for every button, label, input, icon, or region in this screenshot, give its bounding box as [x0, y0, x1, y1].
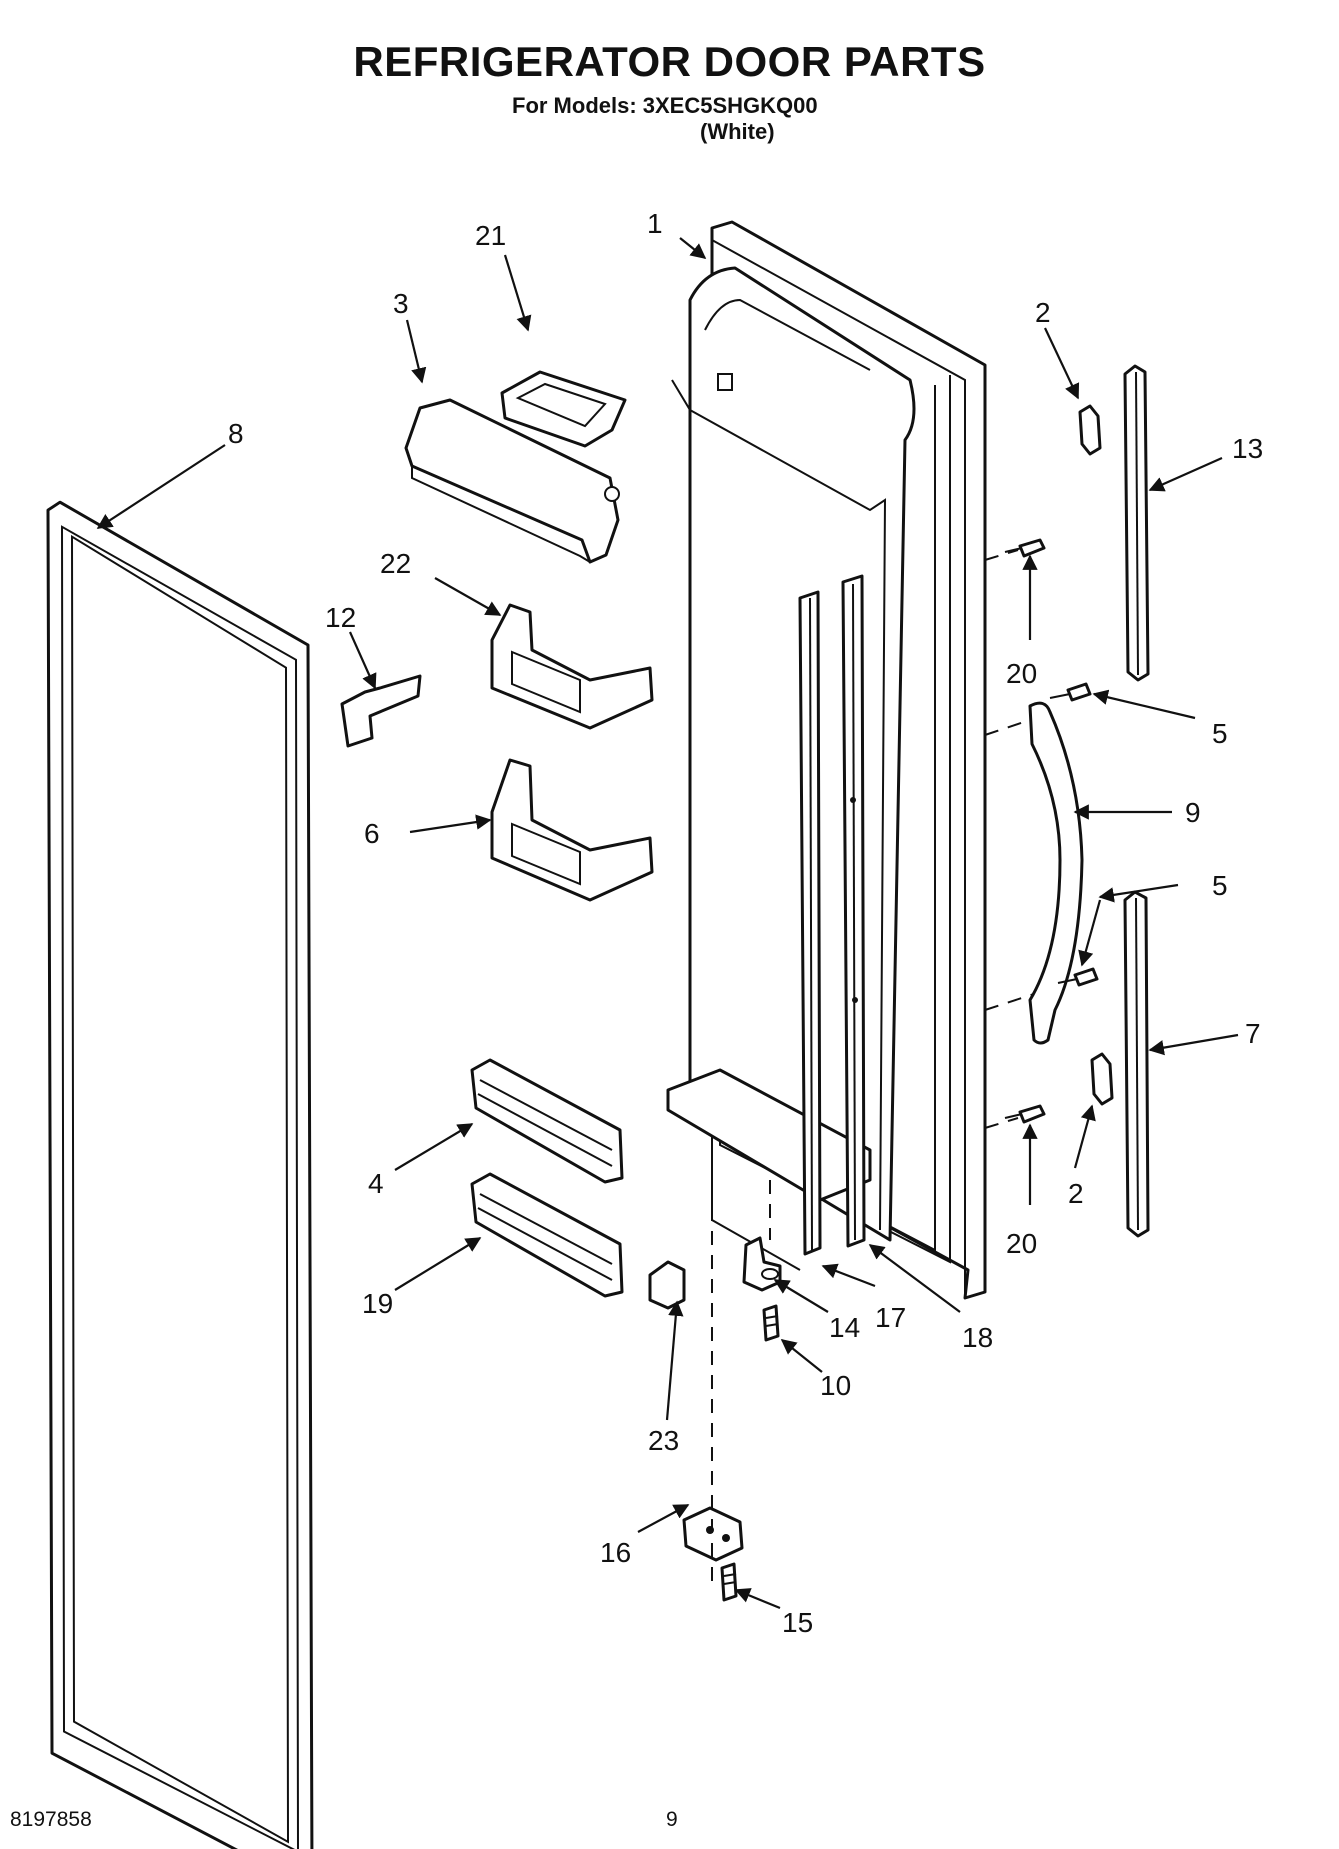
trim-strip-part-7	[1123, 890, 1150, 1238]
page-number: 9	[666, 1808, 678, 1831]
hinge-pin-part-14	[742, 1236, 782, 1292]
callout-2-top: 2	[1035, 297, 1051, 328]
callout-8: 8	[228, 418, 244, 449]
callout-5-bottom: 5	[1212, 870, 1228, 901]
callout-numbers: 1 21 3 2 13 8 22 12 20 5 9 6 5 7 4 2 20 …	[228, 208, 1263, 1638]
shelf-rail-part-4	[470, 1058, 624, 1184]
callout-5-top: 5	[1212, 718, 1228, 749]
callout-15: 15	[782, 1607, 813, 1638]
callout-20-bottom: 20	[1006, 1228, 1037, 1259]
callout-22: 22	[380, 548, 411, 579]
screw-part-10	[762, 1304, 780, 1342]
callout-10: 10	[820, 1370, 851, 1401]
callout-17: 17	[875, 1302, 906, 1333]
callout-12: 12	[325, 602, 356, 633]
callout-18: 18	[962, 1322, 993, 1353]
callout-6: 6	[364, 818, 380, 849]
screw-part-5-top	[1049, 682, 1092, 702]
page-title: REFRIGERATOR DOOR PARTS	[353, 38, 986, 85]
clip-part-2-bottom	[1090, 1052, 1114, 1106]
bracket-part-23	[648, 1260, 686, 1310]
callout-21: 21	[475, 220, 506, 251]
models-line: For Models: 3XEC5SHGKQ00	[512, 93, 818, 118]
clip-part-12	[340, 674, 422, 748]
door-liner-part-1	[666, 220, 987, 1300]
callout-20-top: 20	[1006, 658, 1037, 689]
clip-part-2-top	[1078, 404, 1102, 456]
door-shelf-part-6	[490, 758, 654, 902]
door-gasket-part-8	[46, 500, 314, 1849]
alignment-line-9-bottom	[984, 993, 1035, 1011]
callout-13: 13	[1232, 433, 1263, 464]
screw-part-15	[720, 1562, 738, 1602]
callout-23: 23	[648, 1425, 679, 1456]
bin-part-21	[500, 370, 627, 448]
callout-1: 1	[647, 208, 663, 239]
screw-part-5-bottom	[1057, 967, 1099, 987]
screw-part-20-top	[1004, 538, 1046, 558]
trim-strip-part-13	[1123, 364, 1150, 682]
callout-19: 19	[362, 1288, 393, 1319]
door-shelf-part-22	[490, 603, 654, 730]
callout-14: 14	[829, 1312, 860, 1343]
callout-9: 9	[1185, 797, 1201, 828]
handle-part-9	[1028, 701, 1084, 1045]
rail-part-18	[841, 574, 866, 1248]
callout-3: 3	[393, 288, 409, 319]
shelf-rail-part-19	[470, 1172, 624, 1298]
dairy-cover-part-3	[404, 398, 620, 564]
callout-7: 7	[1245, 1018, 1261, 1049]
alignment-line-20-top	[984, 549, 1019, 561]
color-label: (White)	[700, 119, 775, 144]
callout-2-bottom: 2	[1068, 1178, 1084, 1209]
alignment-line-20-bottom	[984, 1117, 1019, 1129]
rail-part-17	[798, 590, 822, 1256]
alignment-line-9-top	[984, 719, 1031, 736]
screw-part-20-bottom	[1004, 1104, 1046, 1124]
callout-4: 4	[368, 1168, 384, 1199]
document-number: 8197858	[10, 1808, 92, 1831]
leader-lines	[96, 237, 1239, 1610]
callout-16: 16	[600, 1537, 631, 1568]
